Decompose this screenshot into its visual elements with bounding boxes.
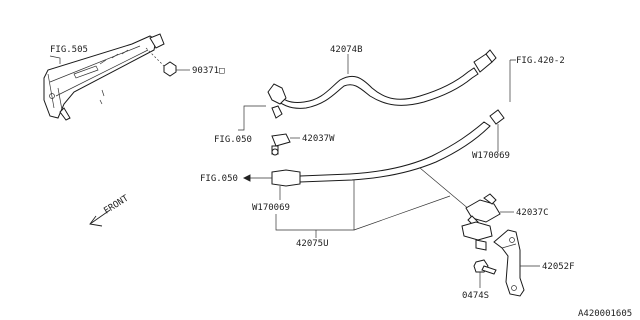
clamp-42037w	[271, 133, 291, 156]
fig420-bracket	[509, 59, 516, 102]
label-fig050-top: FIG.050	[214, 135, 252, 145]
label-42052f: 42052F	[542, 262, 575, 272]
label-0474s: 0474S	[462, 291, 489, 301]
fig050-top-leader	[238, 105, 266, 131]
fig505-leader	[49, 55, 61, 64]
bracket-42052f	[493, 229, 525, 297]
clamp-42037c	[461, 193, 501, 251]
bracket-42075u-diag	[353, 195, 451, 231]
label-front: FRONT	[102, 193, 131, 216]
drawing-code: A420001605	[578, 309, 632, 319]
frame-member	[43, 33, 165, 121]
front-arrow-icon	[89, 209, 111, 227]
label-42074b: 42074B	[330, 45, 363, 55]
hose-42074b	[267, 49, 497, 119]
label-w170069-left: W170069	[252, 203, 290, 213]
hose-lower	[271, 109, 505, 187]
label-fig505: FIG.505	[50, 45, 88, 55]
label-42075u: 42075U	[296, 239, 329, 249]
label-w170069-right: W170069	[472, 151, 510, 161]
leader-clamp-to-hose	[419, 167, 471, 211]
label-42037w: 42037W	[302, 134, 335, 144]
clip-90371	[145, 47, 190, 77]
label-fig420-2: FIG.420-2	[516, 56, 565, 66]
bracket-42075u	[275, 180, 355, 231]
label-fig050-mid: FIG.050	[200, 174, 238, 184]
label-42037c: 42037C	[516, 208, 549, 218]
bolt-0474s	[473, 259, 497, 275]
leader-arrowhead-icon	[242, 174, 251, 182]
label-90371: 90371□	[192, 66, 225, 76]
